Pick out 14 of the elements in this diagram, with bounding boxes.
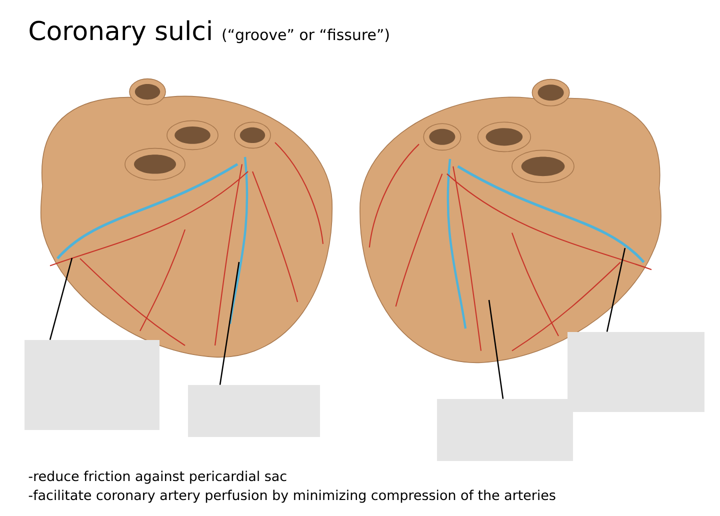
note: -reduce friction against pericardial sac bbox=[28, 470, 286, 484]
subtitle: (“groove” or “fissure”) bbox=[222, 28, 389, 44]
leader-line bbox=[49, 258, 73, 340]
leader-line bbox=[488, 300, 504, 399]
heart-drawing bbox=[360, 78, 662, 363]
label-box bbox=[24, 340, 160, 430]
heart-drawing bbox=[40, 78, 332, 358]
title: Coronary sulci bbox=[30, 20, 211, 46]
leader-line bbox=[606, 248, 626, 332]
label-box bbox=[437, 399, 573, 461]
leader-line bbox=[219, 262, 240, 385]
note: -facilitate coronary artery perfusion by minimizing compression of the arteries bbox=[28, 490, 556, 503]
label-box bbox=[188, 385, 320, 437]
label-box bbox=[568, 332, 704, 412]
